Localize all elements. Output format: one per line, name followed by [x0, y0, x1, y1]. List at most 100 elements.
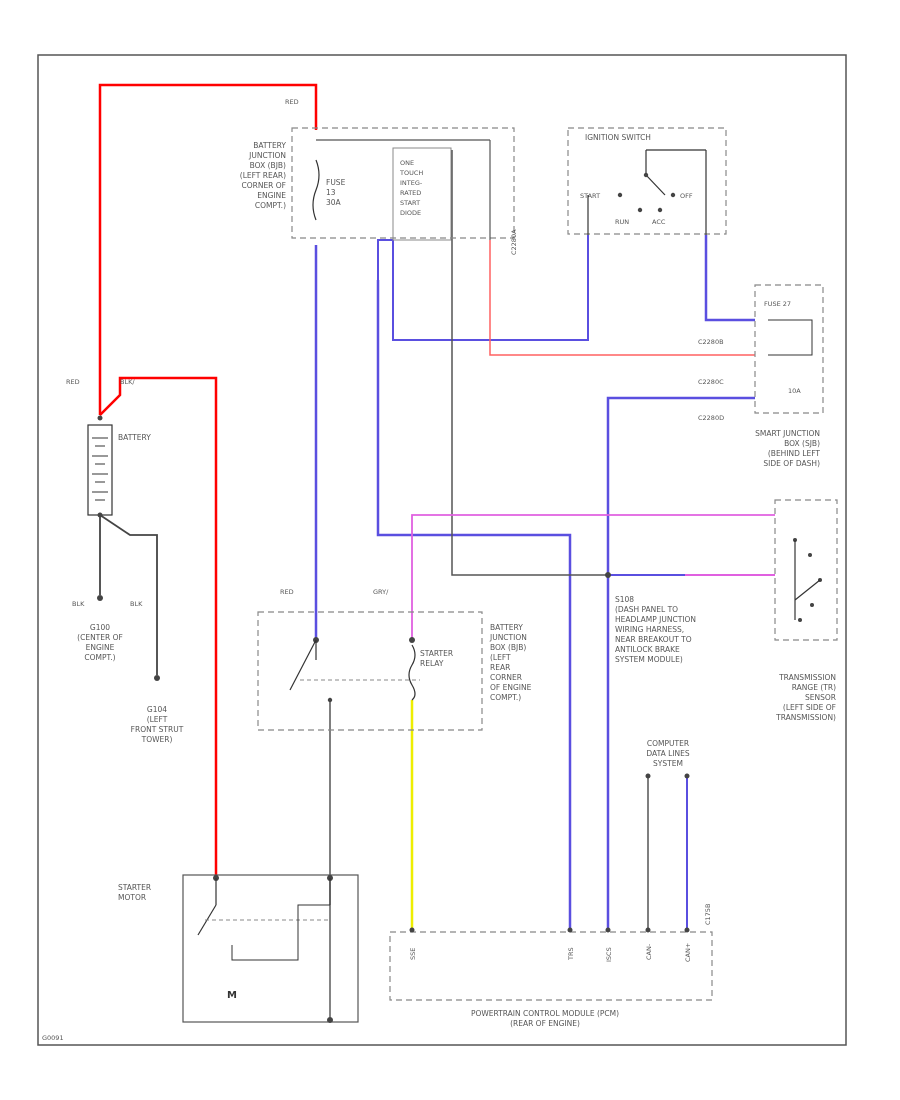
- one-touch-relay-box: [392, 147, 452, 241]
- svg-text:DATA LINES: DATA LINES: [646, 749, 689, 758]
- svg-text:FUSE 27: FUSE 27: [764, 300, 791, 308]
- svg-text:BOX (BJB): BOX (BJB): [250, 161, 286, 170]
- svg-text:BOX (BJB): BOX (BJB): [490, 643, 526, 652]
- ignition-switch-label: IGNITION SWITCH: [585, 133, 651, 142]
- svg-text:ISCS: ISCS: [605, 947, 613, 962]
- ign-acc-label: ACC: [652, 218, 666, 226]
- battery-neg-terminal: [97, 512, 103, 518]
- pcm-label: POWERTRAIN CONTROL MODULE (PCM) (REAR OF…: [471, 1009, 619, 1028]
- svg-text:TRANSMISSION): TRANSMISSION): [775, 713, 836, 722]
- wire-label-red-battery: RED: [66, 378, 80, 386]
- wire-blue-diode-pcm: [376, 280, 572, 930]
- battery-pos-terminal: [97, 415, 103, 421]
- svg-text:HEADLAMP JUNCTION: HEADLAMP JUNCTION: [615, 615, 696, 624]
- svg-text:(LEFT: (LEFT: [147, 715, 168, 724]
- diagram-id: G0091: [42, 1034, 64, 1042]
- ign-pivot: [643, 172, 649, 178]
- svg-text:TOWER): TOWER): [141, 735, 173, 744]
- diagram-frame: [37, 54, 847, 1046]
- svg-text:G104: G104: [147, 705, 167, 714]
- svg-text:JUNCTION: JUNCTION: [489, 633, 527, 642]
- svg-text:TRS: TRS: [567, 947, 575, 961]
- svg-text:CORNER OF: CORNER OF: [241, 181, 286, 190]
- ignition-switch-box: [567, 127, 727, 235]
- bjb-connector-label: C2280A: [510, 229, 518, 255]
- ign-off-label: OFF: [680, 192, 693, 200]
- svg-text:SMART JUNCTION: SMART JUNCTION: [755, 429, 820, 438]
- pcm-pin-labels: SSE TRS ISCS CAN- CAN+: [409, 943, 692, 962]
- svg-text:30A: 30A: [326, 198, 342, 207]
- computer-data-label: COMPUTER DATA LINES SYSTEM: [646, 739, 689, 768]
- bjb-top-label: BATTERY JUNCTION BOX (BJB) (LEFT REAR) C…: [240, 141, 287, 210]
- can-minus-node: [645, 773, 651, 779]
- svg-text:(BEHIND LEFT: (BEHIND LEFT: [768, 449, 821, 458]
- g104-label: G104 (LEFT FRONT STRUT TOWER): [131, 705, 184, 744]
- svg-text:ENGINE: ENGINE: [257, 191, 286, 200]
- starter-internal-wiring: [231, 904, 330, 961]
- svg-text:13: 13: [326, 188, 336, 197]
- battery-cells: [92, 437, 108, 501]
- svg-text:COMPT.): COMPT.): [255, 201, 286, 210]
- svg-text:ANTILOCK BRAKE: ANTILOCK BRAKE: [615, 645, 680, 654]
- ign-switch-arm: [645, 174, 666, 196]
- relay-contact-arm: [289, 639, 317, 691]
- relay-coil-icon: [408, 644, 416, 701]
- svg-text:COMPUTER: COMPUTER: [647, 739, 689, 748]
- svg-text:JUNCTION: JUNCTION: [248, 151, 286, 160]
- bjb-bottom-label: BATTERY JUNCTION BOX (BJB) (LEFT REAR CO…: [489, 623, 532, 702]
- sjb-box: [754, 284, 824, 414]
- pcm-connector-label: C175B: [704, 904, 712, 925]
- wire-gray-diode-s108: [451, 150, 608, 576]
- svg-text:ONE: ONE: [400, 159, 414, 167]
- svg-text:DIODE: DIODE: [400, 209, 421, 217]
- sjb-fuse-label: FUSE 27 10A: [764, 300, 801, 395]
- svg-text:(LEFT REAR): (LEFT REAR): [240, 171, 286, 180]
- svg-text:BOX (SJB): BOX (SJB): [784, 439, 820, 448]
- svg-text:CAN-: CAN-: [645, 943, 653, 960]
- svg-text:CAN+: CAN+: [684, 943, 692, 962]
- wire-blue-ign-sjb: [704, 235, 755, 322]
- battery-label: BATTERY: [118, 433, 151, 442]
- starter-ground-terminal: [327, 1017, 333, 1023]
- g100-label: G100 (CENTER OF ENGINE COMPT.): [77, 623, 123, 662]
- svg-text:OF ENGINE: OF ENGINE: [490, 683, 532, 692]
- svg-text:(LEFT: (LEFT: [490, 653, 511, 662]
- svg-text:SIDE OF DASH): SIDE OF DASH): [763, 459, 820, 468]
- c2280d-label: C2280D: [698, 414, 724, 422]
- pcm-box: [389, 931, 713, 1001]
- relay-out-terminal: [327, 697, 333, 703]
- wire-pink-trs-relay: [411, 514, 775, 640]
- wire-label-blk2: BLK: [130, 600, 143, 608]
- ign-contact-off: [670, 192, 676, 198]
- starter-motor-box: [182, 874, 359, 1023]
- ign-contact-acc: [657, 207, 663, 213]
- ign-run-label: RUN: [615, 218, 629, 226]
- svg-text:COMPT.): COMPT.): [84, 653, 115, 662]
- bjb-top-box: [291, 127, 515, 239]
- svg-text:S108: S108: [615, 595, 634, 604]
- one-touch-relay-label: ONE TOUCH INTEG- RATED START DIODE: [399, 159, 423, 217]
- svg-text:REAR: REAR: [490, 663, 510, 672]
- svg-text:COMPT.): COMPT.): [490, 693, 521, 702]
- svg-text:(DASH PANEL TO: (DASH PANEL TO: [615, 605, 678, 614]
- can-plus-node: [684, 773, 690, 779]
- starter-relay-label-1: STARTER: [420, 649, 453, 658]
- svg-text:SYSTEM: SYSTEM: [653, 759, 683, 768]
- wire-label-gry: GRY/: [373, 588, 389, 596]
- svg-text:SSE: SSE: [409, 948, 417, 960]
- svg-text:NEAR BREAKOUT TO: NEAR BREAKOUT TO: [615, 635, 692, 644]
- svg-text:FUSE: FUSE: [326, 178, 346, 187]
- svg-text:TOUCH: TOUCH: [399, 169, 423, 177]
- svg-text:BATTERY: BATTERY: [253, 141, 286, 150]
- s108-label: S108 (DASH PANEL TO HEADLAMP JUNCTION WI…: [615, 595, 696, 664]
- svg-text:TRANSMISSION: TRANSMISSION: [778, 673, 836, 682]
- ground-g100-icon: [97, 595, 103, 601]
- ign-start-label: START: [580, 192, 600, 200]
- svg-text:POWERTRAIN CONTROL MODULE (PCM: POWERTRAIN CONTROL MODULE (PCM): [471, 1009, 619, 1018]
- sjb-label: SMART JUNCTION BOX (SJB) (BEHIND LEFT SI…: [755, 429, 820, 468]
- wire-label-red-top: RED: [285, 98, 299, 106]
- svg-text:CORNER: CORNER: [490, 673, 522, 682]
- svg-text:(LEFT SIDE OF: (LEFT SIDE OF: [783, 703, 836, 712]
- bjb-bottom-box: [257, 611, 483, 731]
- wire-label-blk-red-relay: RED: [280, 588, 294, 596]
